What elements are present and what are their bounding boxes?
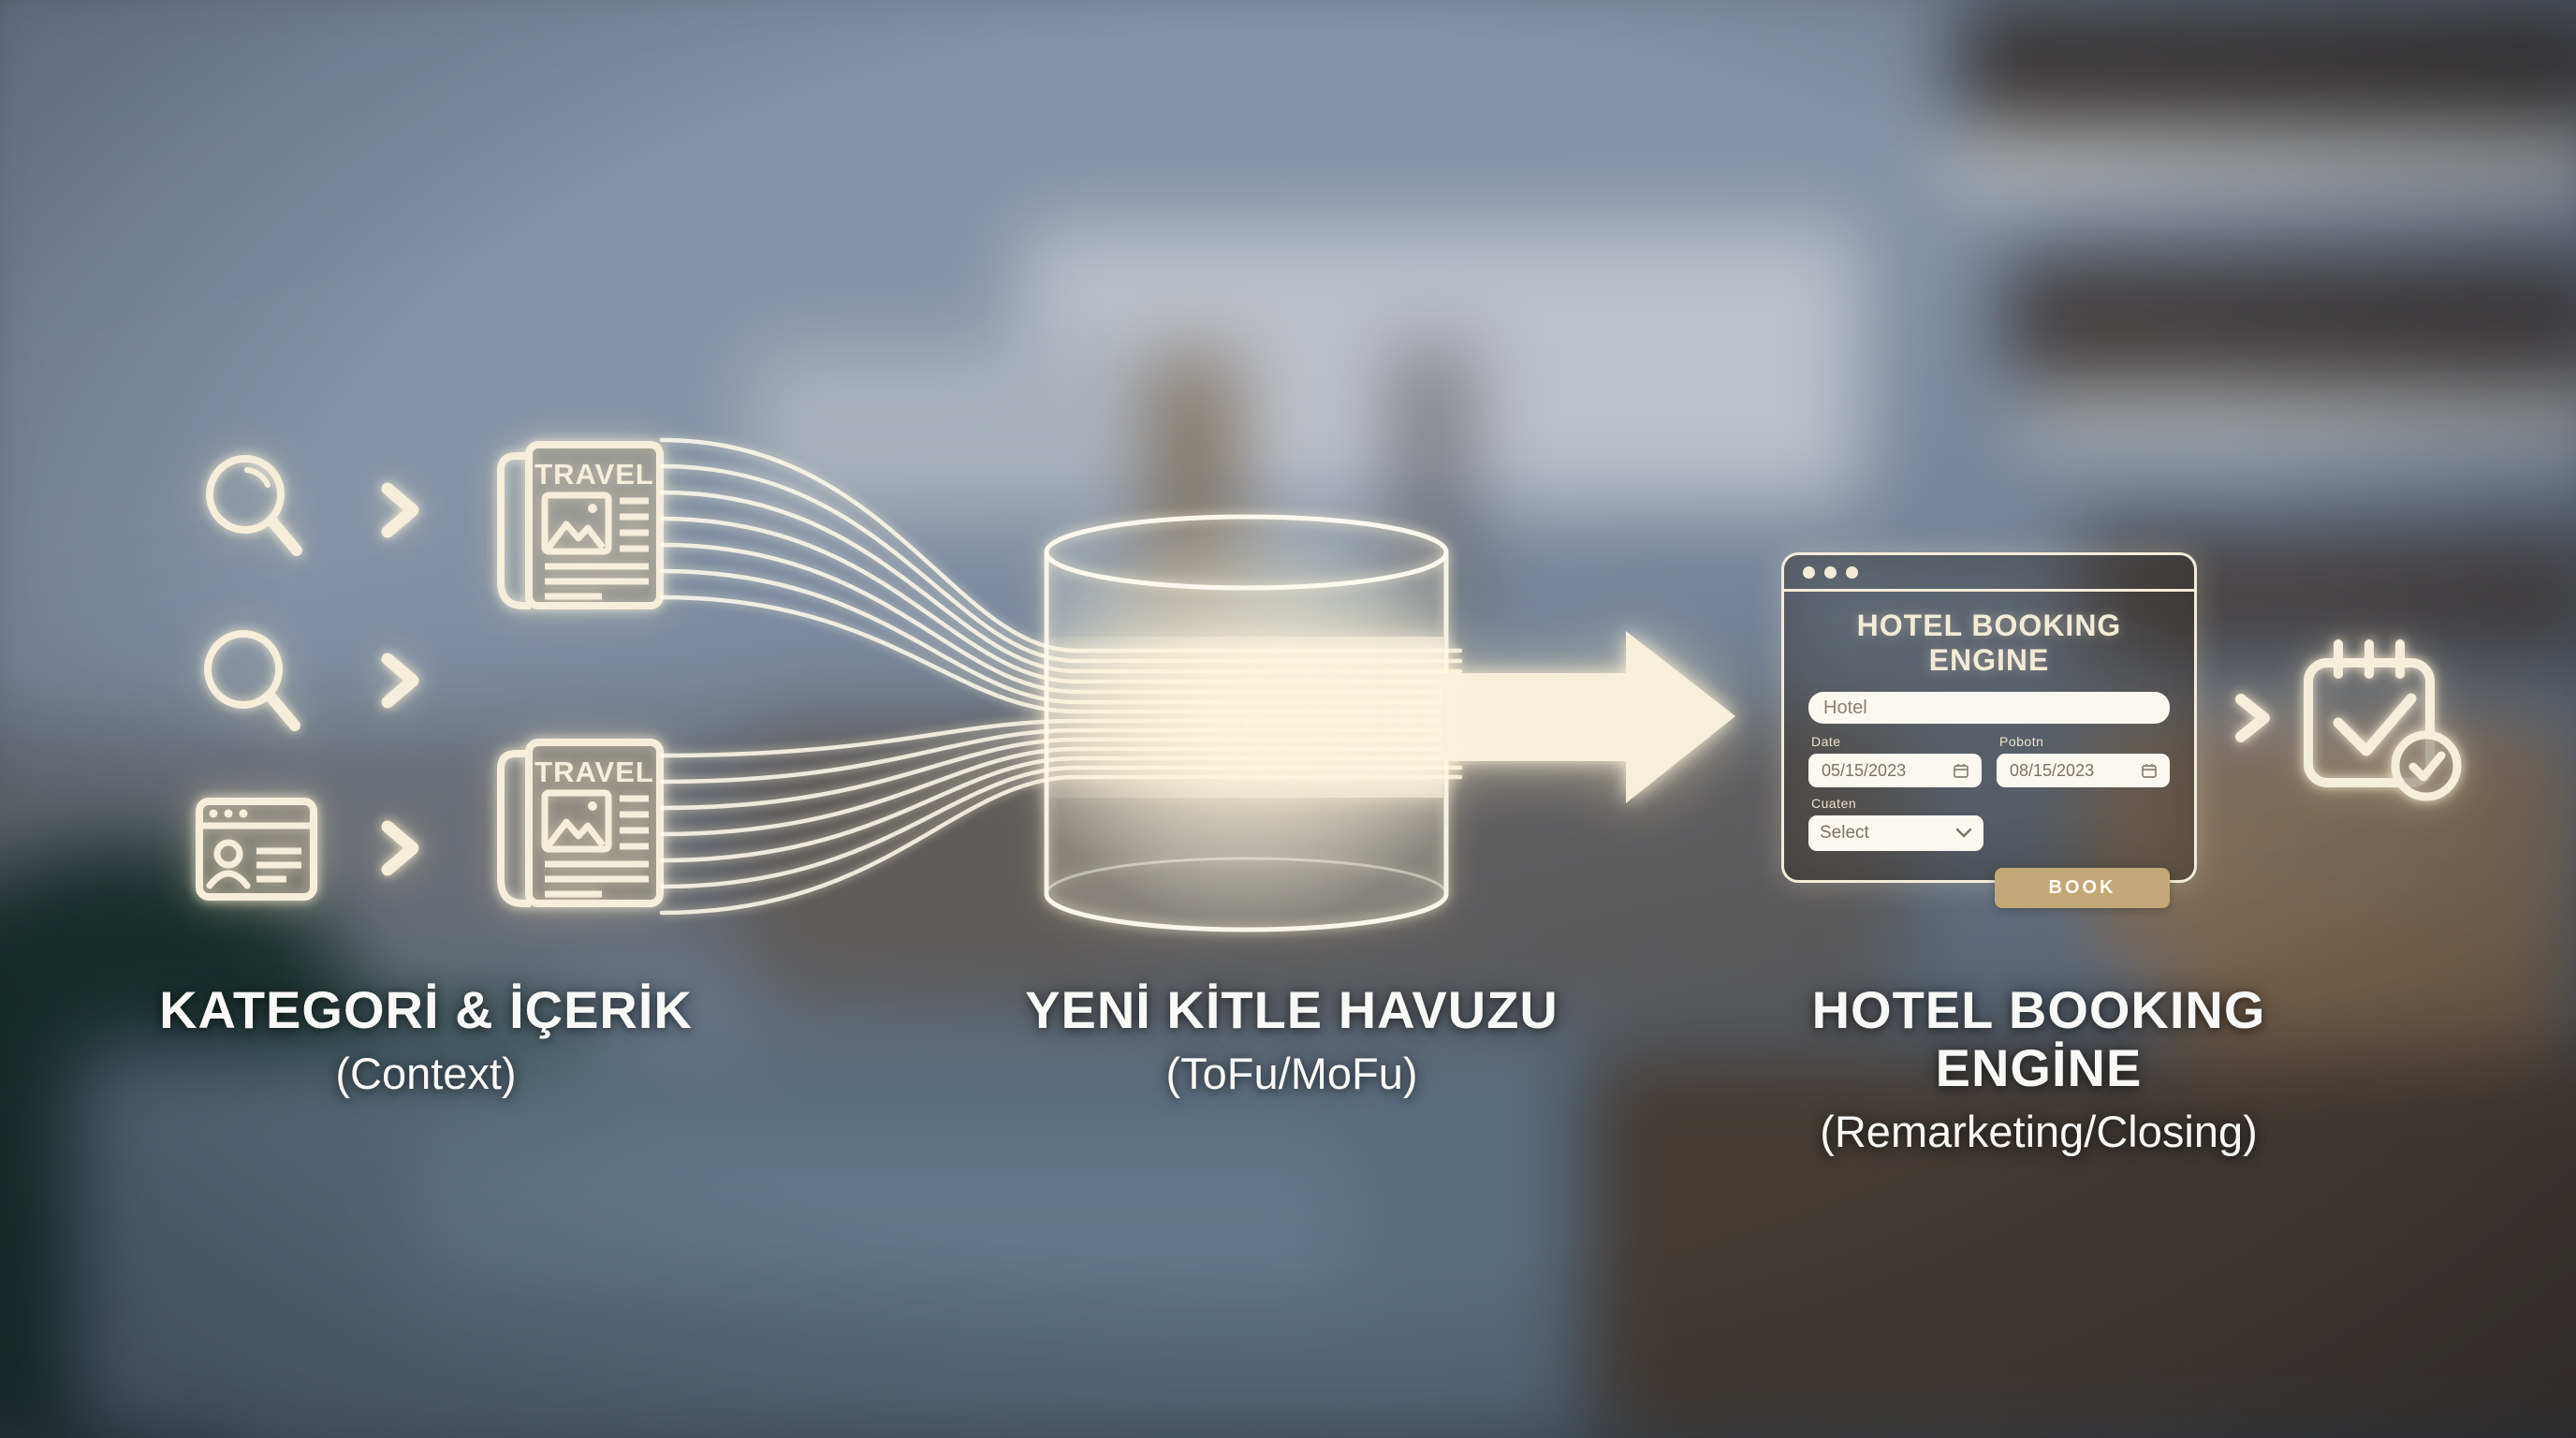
travel-article-icon: TRAVEL <box>497 441 664 609</box>
chevron-right-icon <box>381 482 419 538</box>
search-icon <box>206 455 302 556</box>
article-masthead: TRAVEL <box>534 756 654 788</box>
stage-caption-context: KATEGORİ & İÇERİK (Context) <box>98 981 754 1101</box>
stage-caption-booking: HOTEL BOOKING ENGİNE (Remarketing/Closin… <box>1711 981 2366 1159</box>
stage-sublabel: (ToFu/MoFu) <box>1165 1049 1418 1098</box>
guests-label: Cuaten <box>1811 796 1857 811</box>
chevron-right-icon <box>381 653 419 709</box>
calendar-icon <box>2142 764 2157 778</box>
profile-card-icon <box>196 798 317 901</box>
booking-window-title: HOTEL BOOKING ENGINE <box>1856 609 2122 677</box>
checkin-date-value[interactable] <box>1820 759 1945 782</box>
chevron-right-icon <box>2235 694 2270 742</box>
booking-window: HOTEL BOOKING ENGINE Date <box>1781 552 2197 908</box>
hotel-input[interactable] <box>1808 692 2170 724</box>
calendar-icon <box>1954 764 1969 778</box>
checkin-date-input[interactable] <box>1808 754 1982 787</box>
window-dot-icon <box>1824 565 1837 579</box>
chevron-down-icon <box>1955 828 1972 838</box>
date-label: Date <box>1811 734 1841 749</box>
search-icon <box>204 630 300 731</box>
guests-select[interactable]: Select <box>1808 815 1983 851</box>
book-button[interactable]: BOOK <box>1995 868 2170 908</box>
funnel-arrow <box>1046 631 1735 803</box>
calendar-check-icon <box>2304 639 2462 801</box>
travel-article-icon: TRAVEL <box>497 739 664 907</box>
window-titlebar <box>1784 555 2194 592</box>
checkout-date-value[interactable] <box>2008 759 2133 782</box>
stage-sublabel: (Remarketing/Closing) <box>1820 1107 2258 1156</box>
window-dot-icon <box>1803 565 1815 579</box>
article-masthead: TRAVEL <box>534 458 654 491</box>
stage-label: KATEGORİ & İÇERİK <box>159 980 693 1039</box>
return-label: Pobotn <box>1999 734 2044 749</box>
stage-caption-pool: YENİ KİTLE HAVUZU (ToFu/MoFu) <box>964 981 1619 1101</box>
guests-select-value: Select <box>1820 823 1869 843</box>
stage-label: HOTEL BOOKING ENGİNE <box>1811 980 2266 1097</box>
window-dot-icon <box>1846 565 1858 579</box>
stage-sublabel: (Context) <box>335 1049 517 1098</box>
chevron-right-icon <box>381 820 419 876</box>
checkout-date-input[interactable] <box>1997 754 2170 787</box>
stage-label: YENİ KİTLE HAVUZU <box>1025 980 1559 1039</box>
